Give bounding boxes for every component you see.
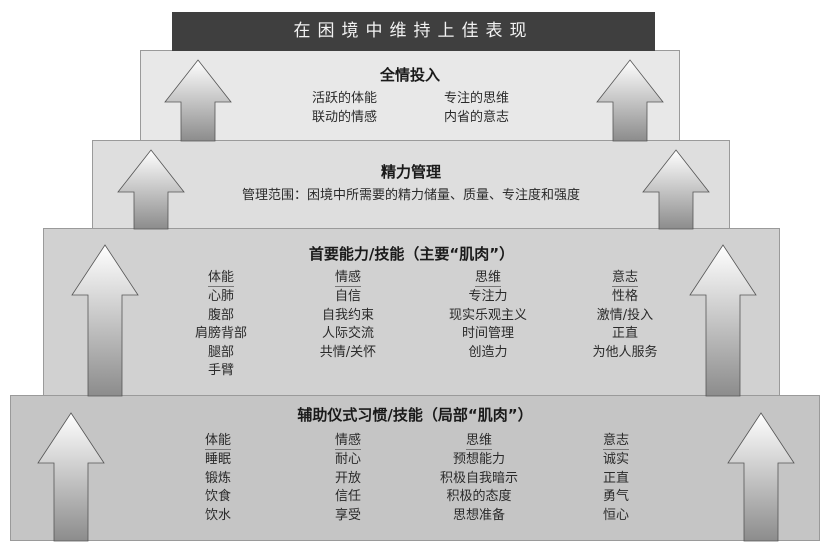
column-item: 勇气 <box>602 489 629 505</box>
column-header: 体能 <box>207 270 234 287</box>
item: 联动的情感 <box>312 109 378 125</box>
column-header: 意志 <box>611 270 638 287</box>
column-item: 心肺 <box>207 289 234 304</box>
column-item: 正直 <box>611 326 638 342</box>
column-header: 体能 <box>204 433 231 450</box>
column-mental: 思维预想能力积极自我暗示积极的态度思想准备 <box>414 432 544 525</box>
column-item: 耐心 <box>334 452 361 467</box>
column-item: 自信 <box>334 289 361 304</box>
column-item: 诚实 <box>602 452 629 467</box>
column-physical: 体能睡眠锻炼饮食饮水 <box>153 432 283 525</box>
column-item: 人际交流 <box>321 326 374 342</box>
level-description: 管理范围：困境中所需要的精力储量、质量、专注度和强度 <box>241 188 580 203</box>
column-item: 现实乐观主义 <box>448 307 527 323</box>
column-mental: 思维专注力现实乐观主义时间管理创造力 <box>423 269 553 362</box>
column-header: 情感 <box>334 433 361 450</box>
up-arrow-icon <box>642 149 710 230</box>
column-item: 为他人服务 <box>592 344 658 360</box>
column-item: 腿部 <box>207 344 234 360</box>
up-arrow-icon <box>727 412 795 542</box>
column-header: 思维 <box>474 270 501 287</box>
column-physical: 体能心肺腹部肩膀背部腿部手臂 <box>156 269 286 381</box>
column-item: 激情/投入 <box>596 307 654 323</box>
item: 活跃的体能 <box>312 91 378 106</box>
item: 内省的意志 <box>444 109 510 125</box>
column-item: 时间管理 <box>461 326 514 342</box>
up-arrow-icon <box>117 149 185 230</box>
up-arrow-icon <box>164 59 232 142</box>
column-item: 手臂 <box>207 363 234 379</box>
column-emotional: 情感自信自我约束人际交流共情/关怀 <box>283 269 413 362</box>
top-banner: 在困境中维持上佳表现 <box>172 12 655 51</box>
column-item: 饮水 <box>204 507 231 523</box>
level-title: 精力管理 <box>380 163 441 181</box>
level-title: 首要能力/技能（主要“肌肉”） <box>308 245 515 263</box>
up-arrow-icon <box>689 244 757 397</box>
column-item: 积极自我暗示 <box>439 470 518 486</box>
column-item: 性格 <box>611 289 638 304</box>
up-arrow-icon <box>37 412 105 542</box>
level-supporting-rituals: 辅助仪式习惯/技能（局部“肌肉”） 体能睡眠锻炼饮食饮水情感耐心开放信任享受思维… <box>10 395 820 541</box>
column-item: 腹部 <box>207 307 234 323</box>
column-item: 专注力 <box>468 289 508 304</box>
column-item: 恒心 <box>602 507 629 523</box>
right-items: 专注的思维 内省的意志 <box>444 90 509 127</box>
column-header: 情感 <box>334 270 361 287</box>
column-emotional: 情感耐心开放信任享受 <box>283 432 413 525</box>
level-title: 全情投入 <box>379 66 440 84</box>
column-item: 睡眠 <box>204 452 231 467</box>
up-arrow-icon <box>71 244 139 397</box>
column-item: 创造力 <box>468 344 508 360</box>
column-header: 意志 <box>602 433 629 450</box>
column-item: 共情/关怀 <box>319 344 377 360</box>
column-item: 锻炼 <box>204 470 231 486</box>
up-arrow-icon <box>596 59 664 142</box>
level-title: 辅助仪式习惯/技能（局部“肌肉”） <box>297 406 533 424</box>
column-item: 正直 <box>602 470 629 486</box>
column-item: 肩膀背部 <box>194 326 247 342</box>
level-full-engagement: 全情投入 活跃的体能 联动的情感 专注的思维 内省的意志 <box>140 50 680 141</box>
column-item: 思想准备 <box>452 507 505 523</box>
item: 专注的思维 <box>444 91 510 106</box>
column-header: 思维 <box>465 433 492 450</box>
level-primary-skills: 首要能力/技能（主要“肌肉”） 体能心肺腹部肩膀背部腿部手臂情感自信自我约束人际… <box>43 228 780 396</box>
column-spiritual: 意志性格激情/投入正直为他人服务 <box>560 269 690 362</box>
column-spiritual: 意志诚实正直勇气恒心 <box>551 432 681 525</box>
left-items: 活跃的体能 联动的情感 <box>312 90 377 127</box>
column-item: 信任 <box>334 489 361 505</box>
column-item: 预想能力 <box>452 452 505 467</box>
column-item: 积极的态度 <box>446 489 512 505</box>
column-item: 饮食 <box>204 489 231 505</box>
column-item: 自我约束 <box>321 307 374 323</box>
level-energy-management: 精力管理 管理范围：困境中所需要的精力储量、质量、专注度和强度 <box>92 140 730 229</box>
column-item: 开放 <box>334 470 361 486</box>
column-item: 享受 <box>334 507 361 523</box>
banner-text: 在困境中维持上佳表现 <box>293 21 534 41</box>
